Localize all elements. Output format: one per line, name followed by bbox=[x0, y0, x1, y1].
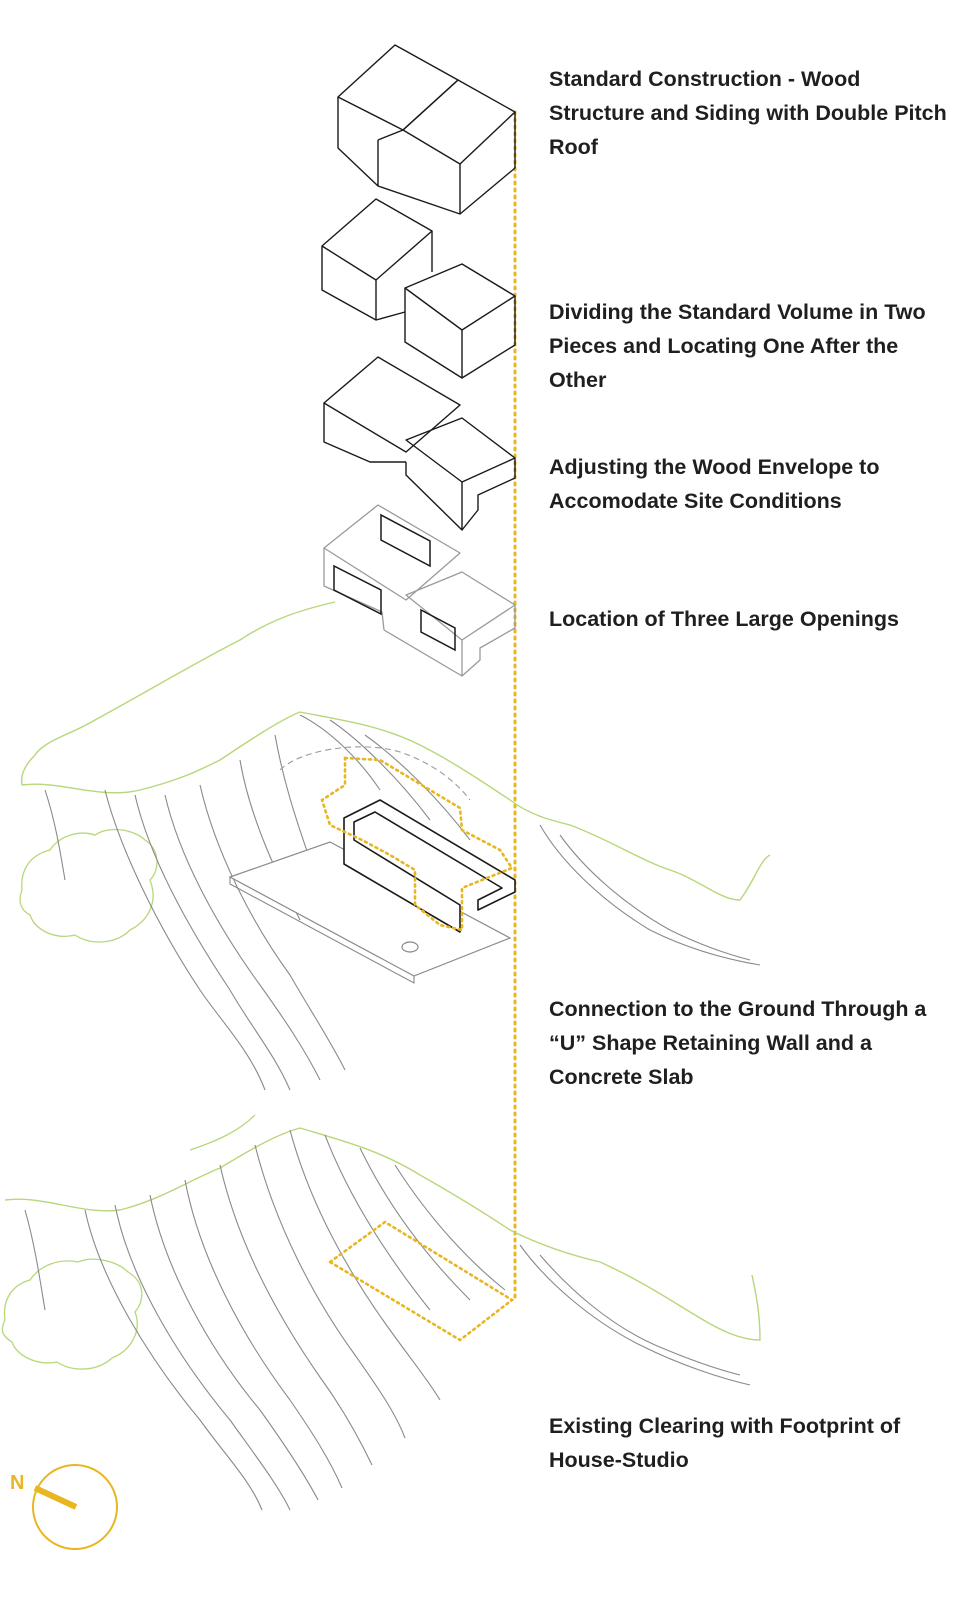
site-model-upper bbox=[19, 601, 771, 1091]
u-retaining-wall bbox=[343, 799, 516, 933]
dashed-path-upper bbox=[279, 746, 471, 801]
house-footprint-outline bbox=[320, 756, 514, 932]
north-label: N bbox=[10, 1472, 25, 1494]
concrete-slab bbox=[228, 841, 512, 977]
caption-step-4: Location of Three Large Openings bbox=[549, 607, 900, 631]
footprint-lower bbox=[327, 1220, 515, 1342]
volume-divided bbox=[321, 198, 516, 379]
tree-cluster-upper bbox=[19, 828, 158, 943]
caption-step-2: Dividing the Standard Volume in Two Piec… bbox=[549, 300, 926, 392]
clearing-edge-upper bbox=[20, 601, 336, 786]
large-openings bbox=[333, 513, 456, 652]
caption-step-1: Standard Construction - Wood Structure a… bbox=[549, 67, 947, 159]
clearing-edge-lower bbox=[189, 1114, 256, 1151]
round-feature bbox=[401, 941, 419, 953]
compass bbox=[32, 1464, 118, 1550]
volume-standard bbox=[337, 44, 516, 215]
caption-step-3: Adjusting the Wood Envelope to Accomodat… bbox=[549, 455, 880, 513]
caption-step-5: Connection to the Ground Through a “U” S… bbox=[549, 997, 927, 1089]
site-model-lower bbox=[1, 1114, 761, 1511]
vegetation-edge-upper bbox=[21, 711, 771, 901]
volume-adjusted bbox=[323, 356, 516, 531]
slab-edge bbox=[229, 877, 415, 984]
vegetation-edge-lower bbox=[4, 1127, 761, 1341]
north-arrow-icon bbox=[33, 1485, 78, 1510]
volume-openings bbox=[323, 504, 516, 677]
compass-circle bbox=[32, 1464, 118, 1550]
caption-step-6: Existing Clearing with Footprint of Hous… bbox=[549, 1414, 901, 1472]
tree-cluster-lower bbox=[1, 1258, 143, 1370]
